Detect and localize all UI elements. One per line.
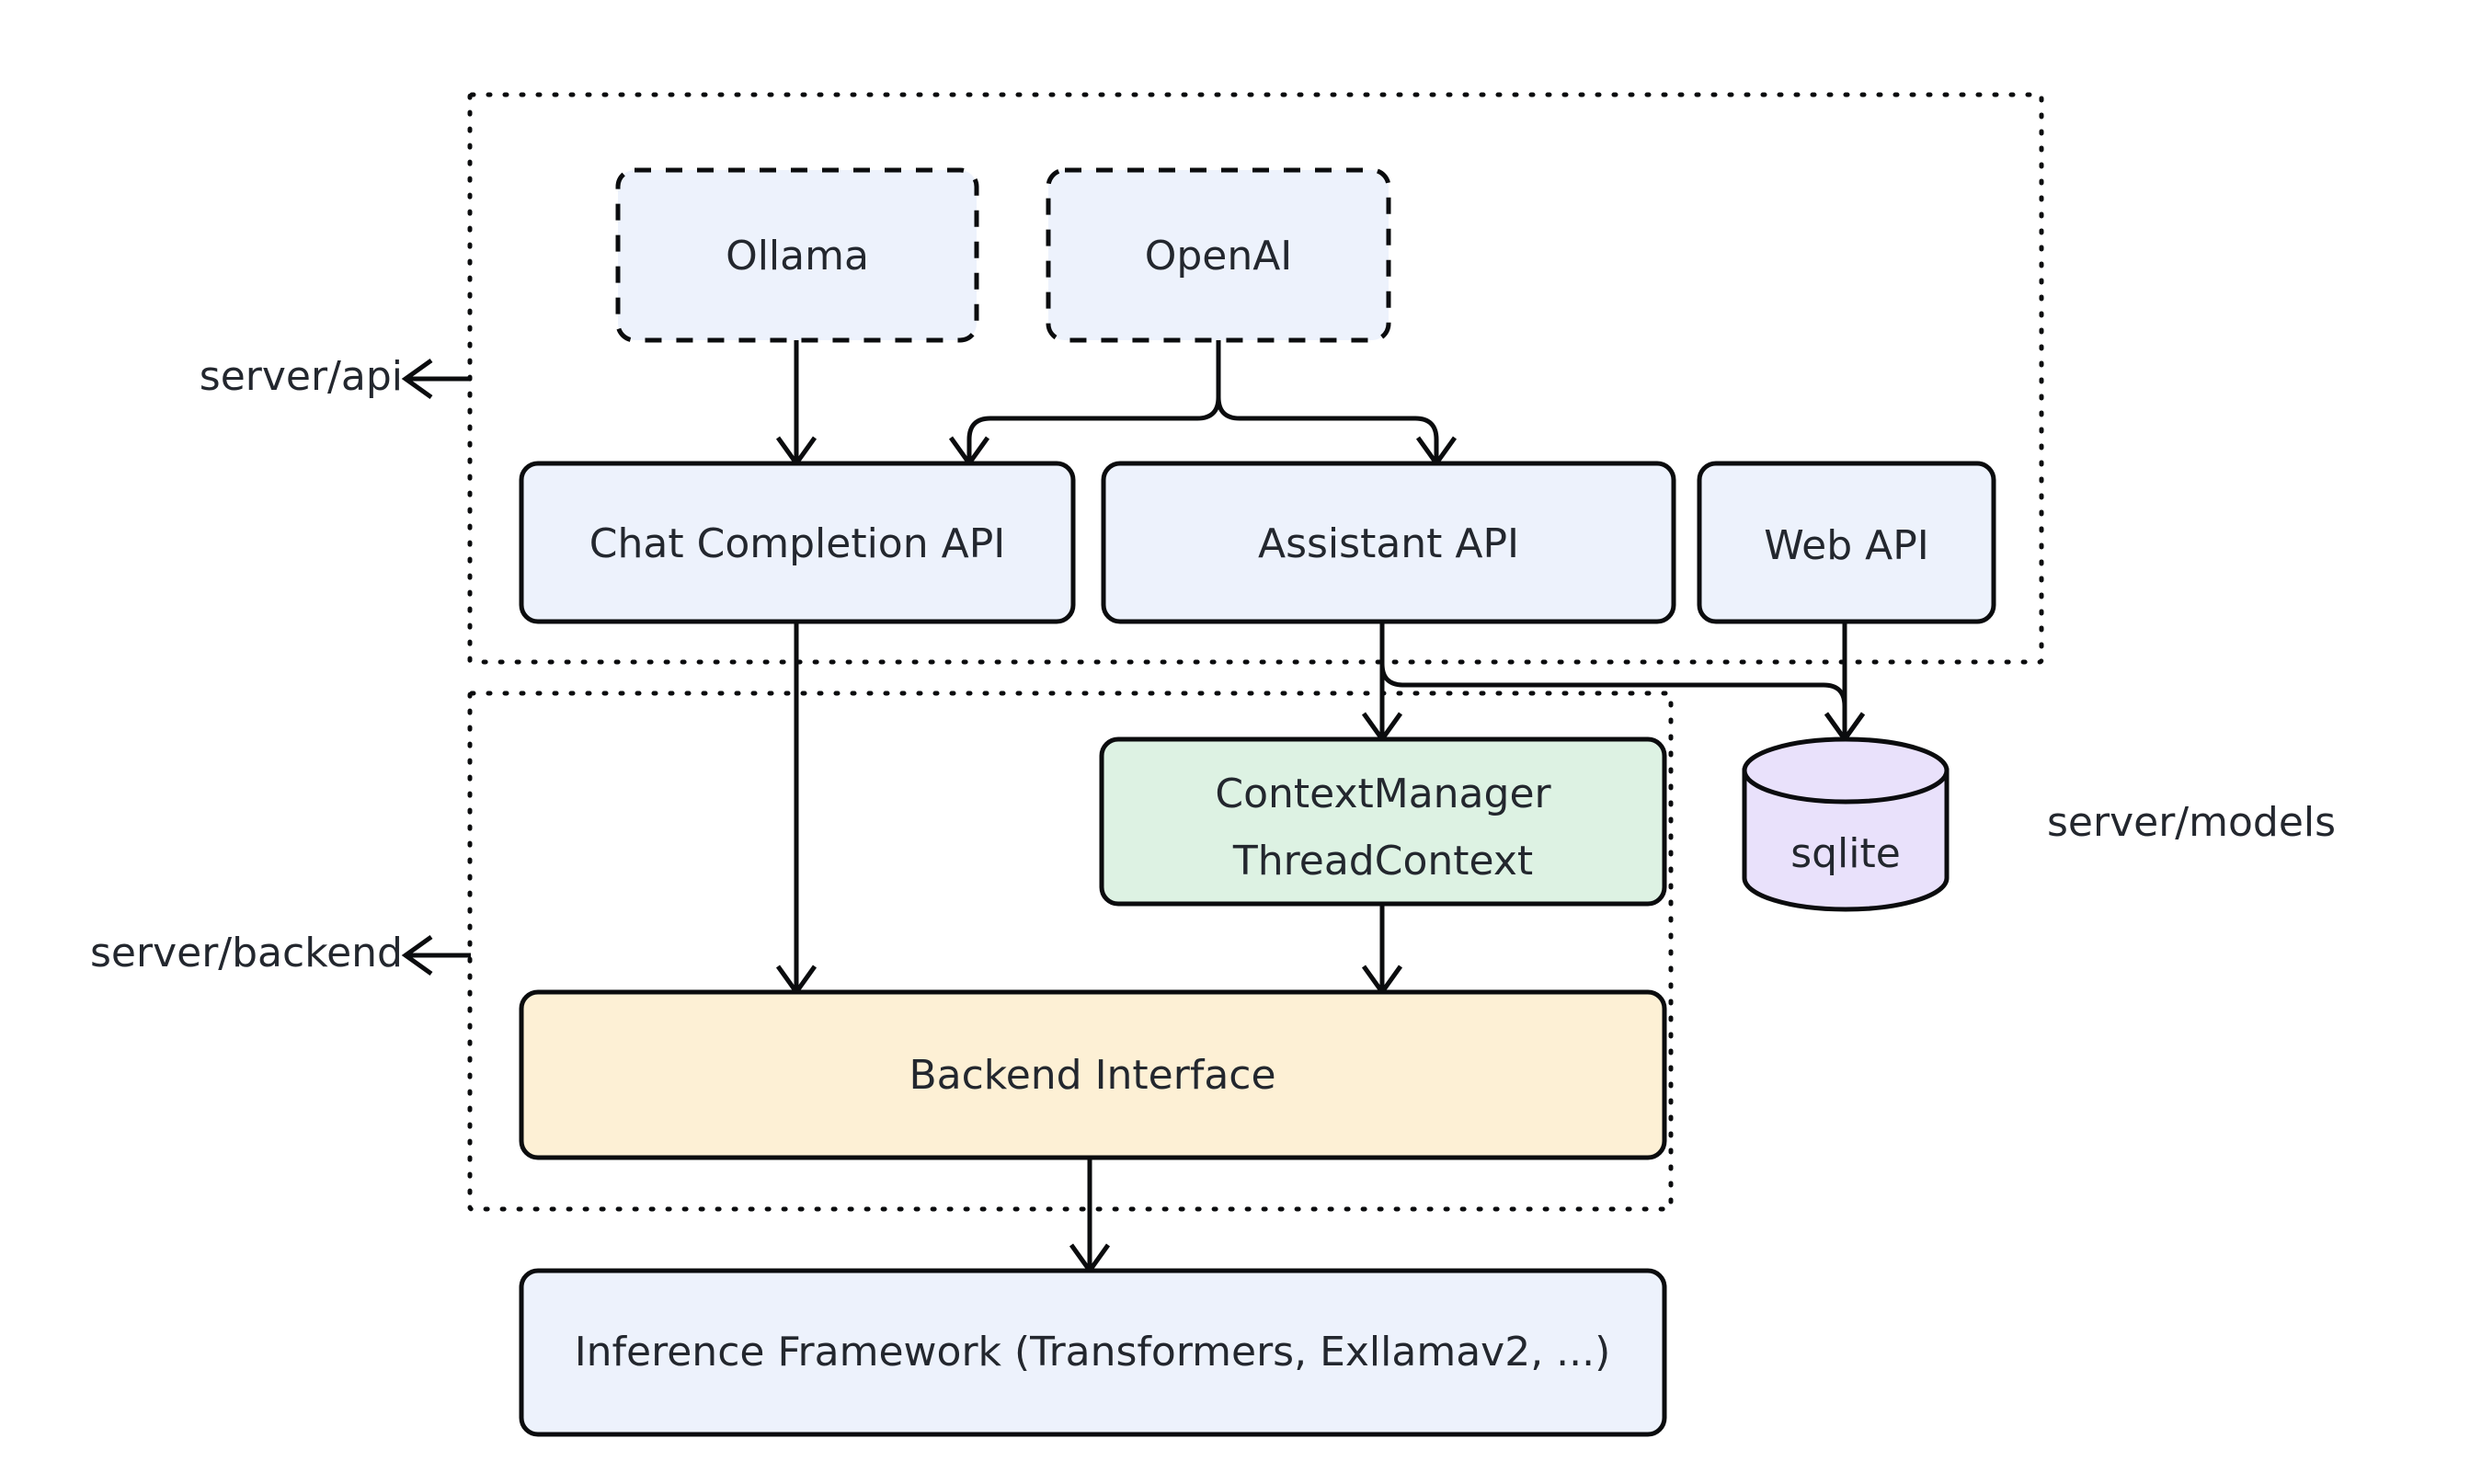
edge-openai-to-chat-completion-api	[948, 340, 1221, 468]
edge-context-manager-to-backend-interface	[1361, 904, 1403, 997]
cluster-label-server-models-text: server/models	[2047, 799, 2336, 846]
cluster-server-backend	[467, 691, 1674, 1212]
node-ollama-label: Ollama	[726, 233, 869, 280]
cluster-label-server-api: server/api	[200, 353, 471, 400]
node-context-manager-label-line1: ContextManager	[1215, 771, 1551, 817]
node-sqlite-label: sqlite	[1790, 830, 1901, 877]
node-web-api-shape	[1697, 461, 1996, 624]
cluster-label-server-models: server/models	[2047, 799, 2336, 846]
node-assistant-api-label: Assistant API	[1258, 520, 1519, 567]
node-context-manager-shape	[1099, 736, 1667, 907]
node-chat-completion-api-shape	[519, 461, 1076, 624]
cluster-label-server-api-text: server/api	[200, 353, 403, 400]
edge-chat-completion-api-to-backend-interface	[775, 622, 818, 997]
left-arrow-icon	[401, 358, 433, 400]
node-web-api-label: Web API	[1764, 522, 1929, 569]
node-openai-shape	[1046, 167, 1391, 343]
node-ollama[interactable]: Ollama	[615, 167, 979, 343]
cluster-label-server-backend: server/backend	[90, 930, 471, 976]
edge-web-api-to-sqlite	[1824, 622, 1866, 744]
cluster-label-server-backend-text: server/backend	[90, 930, 403, 976]
node-assistant-api-shape	[1101, 461, 1676, 624]
edge-backend-interface-to-inference-framework	[1069, 1158, 1111, 1275]
node-sqlite-top	[1742, 736, 1950, 805]
node-inference-framework[interactable]: Inference Framework (Transformers, Exlla…	[519, 1268, 1667, 1437]
node-ollama-shape	[615, 167, 979, 343]
node-sqlite[interactable]: sqlite	[1742, 736, 1950, 912]
node-inference-framework-shape	[519, 1268, 1667, 1437]
edge-openai-to-assistant-api	[1216, 340, 1458, 468]
node-chat-completion-api-label: Chat Completion API	[589, 520, 1005, 567]
edge-ollama-to-chat-completion-api	[775, 340, 818, 468]
node-openai[interactable]: OpenAI	[1046, 167, 1391, 343]
node-context-manager[interactable]: ContextManager ThreadContext	[1099, 736, 1667, 907]
node-inference-framework-label: Inference Framework (Transformers, Exlla…	[575, 1329, 1611, 1376]
node-context-manager-label-line2: ThreadContext	[1232, 838, 1533, 885]
node-backend-interface-label: Backend Interface	[909, 1052, 1275, 1099]
node-sqlite-body	[1742, 768, 1950, 912]
edge-assistant-api-to-sqlite	[1379, 622, 1866, 744]
node-openai-label: OpenAI	[1145, 233, 1293, 280]
node-backend-interface[interactable]: Backend Interface	[519, 989, 1667, 1160]
node-backend-interface-shape	[519, 989, 1667, 1160]
left-arrow-icon	[401, 934, 433, 976]
node-chat-completion-api[interactable]: Chat Completion API	[519, 461, 1076, 624]
node-web-api[interactable]: Web API	[1697, 461, 1996, 624]
node-assistant-api[interactable]: Assistant API	[1101, 461, 1676, 624]
